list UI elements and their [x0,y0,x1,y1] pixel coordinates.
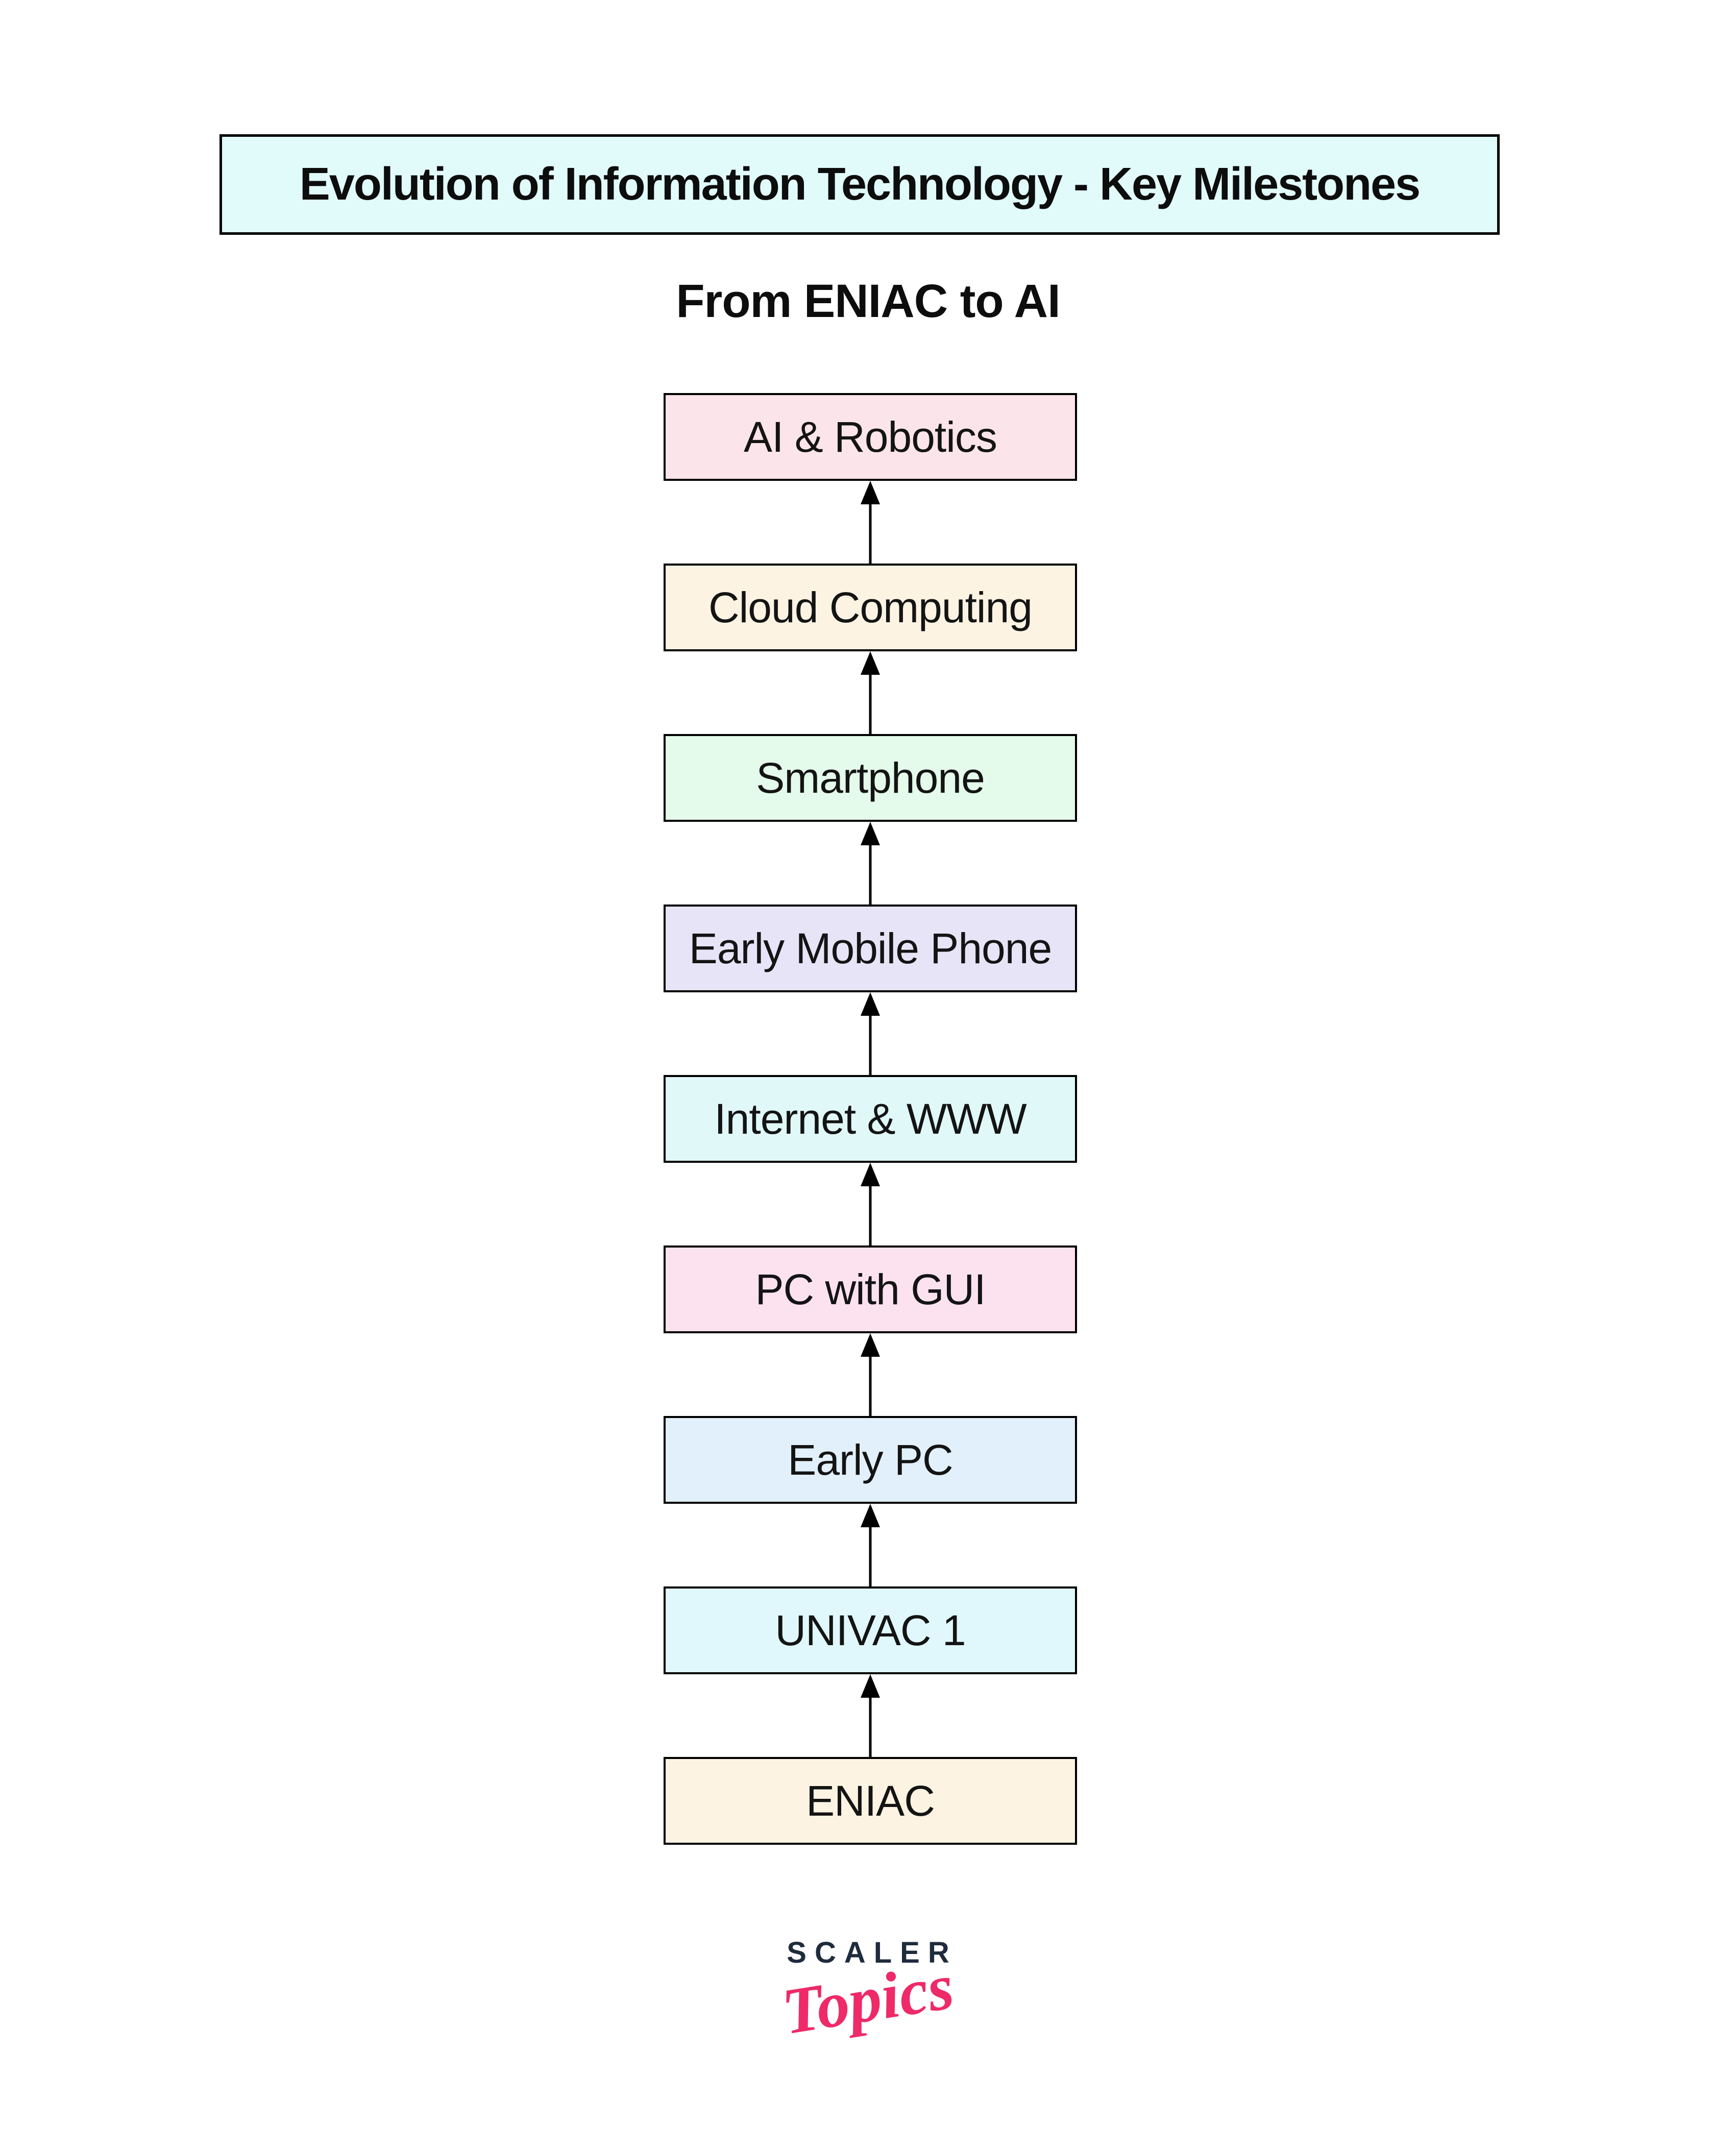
arrow-shaft [869,841,872,905]
milestone-label: Early PC [788,1435,953,1484]
title-banner: Evolution of Information Technology - Ke… [219,134,1500,235]
arrow-shaft [869,1523,872,1586]
milestone-box-smartphone: Smartphone [664,734,1077,822]
arrow-up-icon [664,992,1077,1075]
milestone-box-early-mobile-phone: Early Mobile Phone [664,905,1077,992]
milestone-box-internet-www: Internet & WWW [664,1075,1077,1163]
arrow-head [861,1163,880,1186]
arrow-shaft [869,500,872,564]
arrow-head [861,822,880,845]
brand-scaler-text: SCALER [787,1936,958,1969]
arrow-head [861,481,880,504]
arrow-up-icon [664,1163,1077,1245]
milestone-label: Internet & WWW [714,1094,1026,1143]
milestone-label: Early Mobile Phone [689,924,1052,972]
page-subtitle: From ENIAC to AI [676,275,1060,327]
arrow-shaft [869,1353,872,1416]
arrow-head [861,1504,880,1527]
arrow-shaft [869,1694,872,1757]
milestone-label: UNIVAC 1 [775,1606,966,1654]
arrow-shaft [869,1182,872,1245]
milestone-box-cloud-computing: Cloud Computing [664,564,1077,651]
arrow-up-icon [664,1333,1077,1416]
milestone-label: Smartphone [756,753,985,802]
arrow-shaft [869,1012,872,1075]
page-title: Evolution of Information Technology - Ke… [299,159,1421,210]
arrow-up-icon [664,1674,1077,1757]
arrow-up-icon [664,1504,1077,1586]
milestone-box-ai-robotics: AI & Robotics [664,393,1077,481]
arrow-up-icon [664,651,1077,734]
milestone-label: ENIAC [806,1776,935,1825]
arrow-head [861,1333,880,1357]
milestone-box-early-pc: Early PC [664,1416,1077,1504]
arrow-up-icon [664,481,1077,564]
arrow-shaft [869,671,872,734]
arrow-head [861,651,880,675]
brand-logo: SCALER Topics [0,1936,1736,2048]
milestone-box-univac-1: UNIVAC 1 [664,1586,1077,1674]
milestone-box-pc-with-gui: PC with GUI [664,1245,1077,1333]
milestone-label: PC with GUI [755,1265,986,1313]
arrow-head [861,992,880,1016]
milestone-label: Cloud Computing [708,583,1033,631]
milestone-label: AI & Robotics [744,412,997,461]
milestone-box-eniac: ENIAC [664,1757,1077,1845]
arrow-head [861,1674,880,1698]
arrow-up-icon [664,822,1077,905]
flow-column: AI & Robotics Cloud Computing Smartphone… [664,393,1077,1845]
